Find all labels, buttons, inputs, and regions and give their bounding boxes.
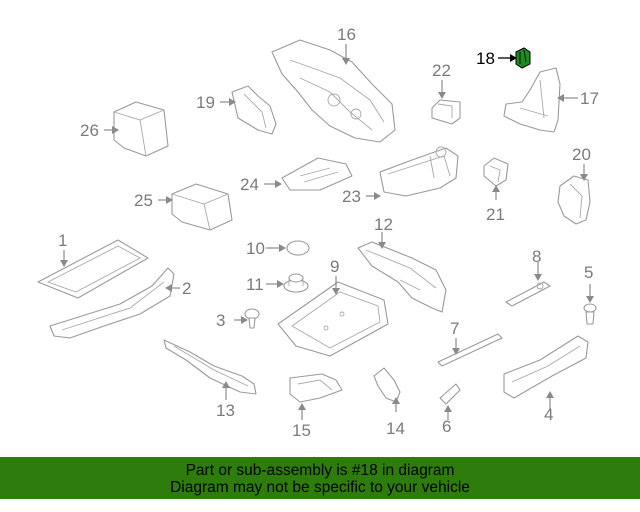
part-24 [281,157,353,191]
info-banner: Part or sub-assembly is #18 in diagram D… [0,457,640,499]
callout-7: 7 [450,319,459,338]
callout-12: 12 [374,215,393,234]
part-20 [557,175,591,225]
part-2 [49,267,175,339]
part-25 [171,183,233,231]
callout-5: 5 [584,263,593,282]
part-9 [277,281,389,357]
parts-diagram: 16 17 18 22 19 26 20 [37,25,599,440]
part-26 [113,101,169,157]
part-8 [505,281,551,307]
callout-14: 14 [386,419,405,438]
callout-2: 2 [182,279,191,298]
part-13 [163,339,257,395]
part-3 [244,308,260,329]
callout-24: 24 [240,175,259,194]
part-7 [437,333,503,367]
part-10 [286,240,310,256]
callout-22: 22 [432,61,451,80]
part-1 [37,239,149,299]
part-17 [503,67,561,133]
callout-26: 26 [80,121,99,140]
part-22 [431,99,461,125]
part-19 [231,85,277,135]
callout-16: 16 [337,25,356,44]
callout-3: 3 [216,311,225,330]
callout-11: 11 [246,275,264,294]
part-11 [283,273,309,293]
callout-20: 20 [572,145,591,164]
callout-6: 6 [442,417,451,436]
banner-line-2: Diagram may not be specific to your vehi… [170,479,470,496]
part-21 [483,157,509,187]
callout-23: 23 [342,187,361,206]
part-14 [373,367,401,403]
callout-10: 10 [246,239,265,258]
part-4 [503,335,589,399]
part-5 [583,303,597,325]
callout-19: 19 [196,93,215,112]
callout-25: 25 [134,191,153,210]
banner-line-1: Part or sub-assembly is #18 in diagram [185,462,455,479]
callout-15: 15 [292,421,311,440]
callout-17: 17 [580,89,599,108]
part-6 [439,383,461,405]
callout-18: 18 [476,49,495,68]
callout-4: 4 [544,405,553,424]
part-23 [379,146,459,197]
callout-8: 8 [532,247,541,266]
callout-9: 9 [330,257,339,276]
callout-1: 1 [58,231,67,250]
callout-13: 13 [216,401,235,420]
part-18 [515,47,531,69]
part-16 [271,39,396,143]
part-12 [357,241,447,313]
part-15 [289,373,343,403]
callout-21: 21 [486,205,505,224]
